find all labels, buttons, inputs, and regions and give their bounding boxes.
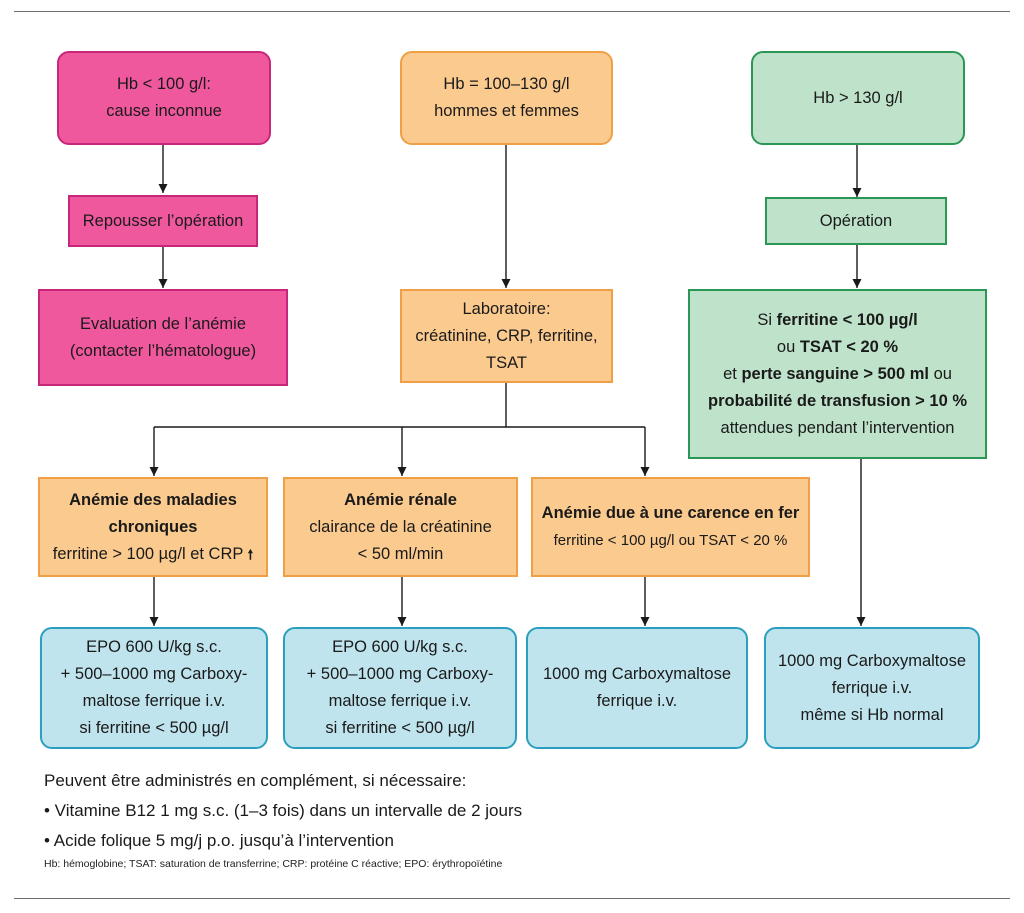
postpone-label: Repousser l’opération [82, 211, 244, 230]
postpone-box: Repousser l’opération [68, 195, 258, 247]
treat3-line1: 1000 mg Carboxymaltose [542, 665, 731, 683]
criteria-line3-pre: et [723, 364, 742, 383]
renal-line2: clairance de la créatinine [309, 517, 492, 536]
evaluation-box: Evaluation de l’anémie (contacter l’héma… [38, 289, 288, 386]
top-rule [14, 11, 1010, 12]
treat2-line2: + 500–1000 mg Carboxy- [306, 665, 494, 683]
treat4-line2: ferrique i.v. [831, 678, 913, 697]
criteria-tsat: TSAT < 20 % [799, 337, 899, 356]
criteria-transfusion: probabilité de transfusion > 10 % [707, 391, 967, 410]
criteria-line1: Si ferritine < 100 µg/l [757, 307, 917, 334]
treat4-line3: même si Hb normal [800, 705, 944, 724]
supplement-item-b12: • Vitamine B12 1 mg s.c. (1–3 fois) dans… [44, 801, 523, 820]
bottom-rule [14, 898, 1010, 899]
supplement-notes: Peuvent être administrés en complément, … [44, 766, 522, 856]
supplement-item-folic: • Acide folique 5 mg/j p.o. jusqu’à l’in… [44, 831, 394, 850]
criteria-ferritine: ferritine < 100 µg/l [776, 310, 918, 329]
iron-title: Anémie due à une carence en fer [541, 504, 800, 522]
laboratory-line1: Laboratoire: [462, 299, 551, 318]
hb-low-box: Hb < 100 g/l: cause inconnue [57, 51, 271, 145]
treat4-line1: 1000 mg Carboxymaltose [777, 651, 966, 670]
treat2-line1: EPO 600 U/kg s.c. [332, 638, 468, 656]
evaluation-line1: Evaluation de l’anémie [79, 314, 247, 333]
criteria-line1-pre: Si [757, 310, 777, 329]
treatment-chronic-box: EPO 600 U/kg s.c. + 500–1000 mg Carboxy-… [40, 627, 268, 749]
hb-mid-line1: Hb = 100–130 g/l [443, 75, 570, 93]
hb-low-line1: Hb < 100 g/l: [116, 75, 212, 93]
chronic-line3: ferritine > 100 µg/l et CRP 🠕 [53, 541, 254, 568]
treat1-line4: si ferritine < 500 µg/l [79, 719, 229, 737]
treatment-highhb-box: 1000 mg Carboxymaltose ferrique i.v. mêm… [764, 627, 980, 749]
criteria-line3-post: ou [928, 364, 952, 383]
treat3-line2: ferrique i.v. [596, 692, 678, 710]
arrow-up-icon: 🠕 [247, 546, 254, 562]
criteria-line2: ou TSAT < 20 % [777, 334, 898, 361]
treat2-line3: maltose ferrique i.v. [328, 692, 472, 710]
laboratory-line3: TSAT [486, 353, 527, 372]
criteria-box: Si ferritine < 100 µg/l ou TSAT < 20 % e… [688, 289, 987, 459]
abbreviations-note: Hb: hémoglobine; TSAT: saturation de tra… [44, 858, 503, 870]
hb-high-line1: Hb > 130 g/l [813, 88, 903, 107]
treatment-renal-box: EPO 600 U/kg s.c. + 500–1000 mg Carboxy-… [283, 627, 517, 749]
criteria-line5: attendues pendant l’intervention [720, 418, 955, 437]
laboratory-box: Laboratoire: créatinine, CRP, ferritine,… [400, 289, 613, 383]
operation-label: Opération [819, 211, 893, 230]
renal-title: Anémie rénale [344, 490, 457, 509]
treat1-line2: + 500–1000 mg Carboxy- [60, 665, 248, 683]
treat1-line1: EPO 600 U/kg s.c. [86, 638, 222, 656]
hb-low-line2: cause inconnue [106, 102, 222, 120]
criteria-line3: et perte sanguine > 500 ml ou [723, 361, 952, 388]
hb-mid-line2: hommes et femmes [434, 102, 579, 120]
renal-anemia-box: Anémie rénale clairance de la créatinine… [283, 477, 518, 577]
treat1-line3: maltose ferrique i.v. [82, 692, 226, 710]
laboratory-line2: créatinine, CRP, ferritine, [415, 326, 598, 345]
evaluation-line2: (contacter l’hématologue) [69, 341, 257, 360]
renal-line3: < 50 ml/min [357, 544, 444, 563]
hb-mid-box: Hb = 100–130 g/l hommes et femmes [400, 51, 613, 145]
criteria-line2-pre: ou [776, 337, 800, 356]
iron-anemia-box: Anémie due à une carence en fer ferritin… [531, 477, 810, 577]
operation-box: Opération [765, 197, 947, 245]
chronic-title1: Anémie des maladies [69, 490, 237, 509]
supplement-intro: Peuvent être administrés en complément, … [44, 771, 467, 790]
chronic-anemia-box: Anémie des maladies chroniques ferritine… [38, 477, 268, 577]
criteria-blood-loss: perte sanguine > 500 ml [741, 364, 929, 383]
iron-line2: ferritine < 100 µg/l ou TSAT < 20 % [553, 532, 788, 549]
chronic-title2: chroniques [108, 517, 198, 536]
treatment-iron-box: 1000 mg Carboxymaltose ferrique i.v. [526, 627, 748, 749]
chronic-criteria: ferritine > 100 µg/l et CRP [52, 544, 244, 563]
hb-high-box: Hb > 130 g/l [751, 51, 965, 145]
treat2-line4: si ferritine < 500 µg/l [325, 719, 475, 737]
